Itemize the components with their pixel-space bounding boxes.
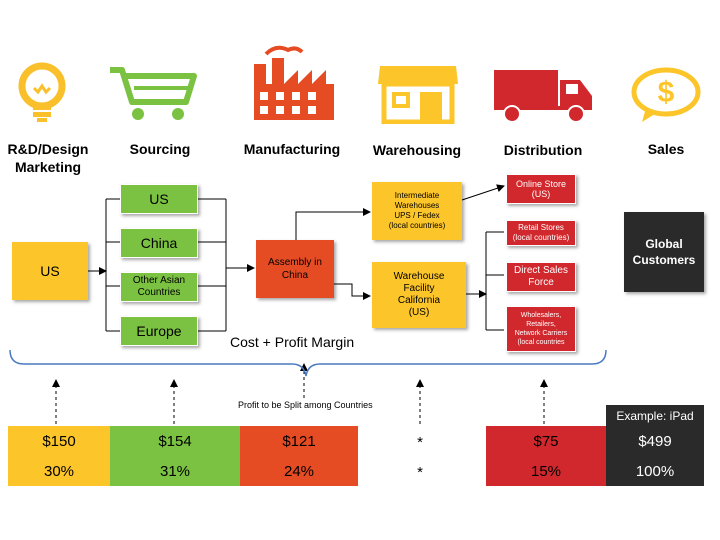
stage-label-rd-design-marketing: R&D/Design Marketing — [7, 141, 89, 175]
stage-label-sourcing: Sourcing — [129, 141, 191, 157]
rd-amount-cell: $150 — [8, 426, 110, 456]
warehouse-facility-california-box: Warehouse Facility California (US) — [372, 262, 466, 328]
sourcing-percent-cell: 31% — [110, 456, 240, 486]
source-us-box: US — [120, 184, 198, 214]
lightbulb-icon — [18, 62, 66, 122]
source-other-asian-countries-box: Other Asian Countries — [120, 272, 198, 302]
rd-percent-cell: 30% — [8, 456, 110, 486]
shopping-cart-icon — [110, 67, 197, 120]
svg-text:$: $ — [658, 76, 675, 109]
sales-amount-cell: $499 — [606, 426, 704, 456]
manufacturing-amount-cell: $121 — [240, 426, 358, 456]
channel-wholesalers-box: Wholesalers, Retailers, Network Carriers… — [506, 306, 576, 352]
warehousing-percent-cell: * — [417, 464, 423, 481]
manufacturing-percent-cell: 24% — [240, 456, 358, 486]
delivery-truck-icon — [494, 70, 592, 123]
profit-split-note: Profit to be Split among Countries — [238, 400, 373, 410]
cost-profit-margin-label: Cost + Profit Margin — [230, 334, 355, 350]
stage-label-manufacturing: Manufacturing — [243, 141, 341, 157]
distribution-amount-cell: $75 — [486, 426, 606, 456]
distribution-percent-cell: 15% — [486, 456, 606, 486]
dollar-speech-bubble-icon: $ — [631, 67, 701, 122]
sourcing-amount-cell: $154 — [110, 426, 240, 456]
factory-icon — [254, 45, 334, 120]
warehouse-store-icon — [378, 66, 458, 124]
channel-online-store-box: Online Store (US) — [506, 174, 576, 204]
source-europe-box: Europe — [120, 316, 198, 346]
stage-label-warehousing: Warehousing — [372, 142, 462, 158]
warehousing-amount-cell: * — [417, 434, 423, 451]
stage-label-distribution: Distribution — [503, 142, 583, 158]
origin-us-box: US — [12, 242, 88, 300]
source-china-box: China — [120, 228, 198, 258]
channel-retail-stores-box: Retail Stores (local countries) — [506, 220, 576, 246]
assembly-china-box: Assembly in China — [256, 240, 334, 298]
channel-direct-sales-force-box: Direct Sales Force — [506, 262, 576, 292]
example-ipad-label: Example: iPad — [606, 405, 704, 427]
global-customers-box: Global Customers — [624, 212, 704, 292]
intermediate-warehouses-box: Intermediate Warehouses UPS / Fedex (loc… — [372, 182, 462, 240]
stage-label-sales: Sales — [647, 141, 685, 157]
sales-percent-cell: 100% — [606, 456, 704, 486]
